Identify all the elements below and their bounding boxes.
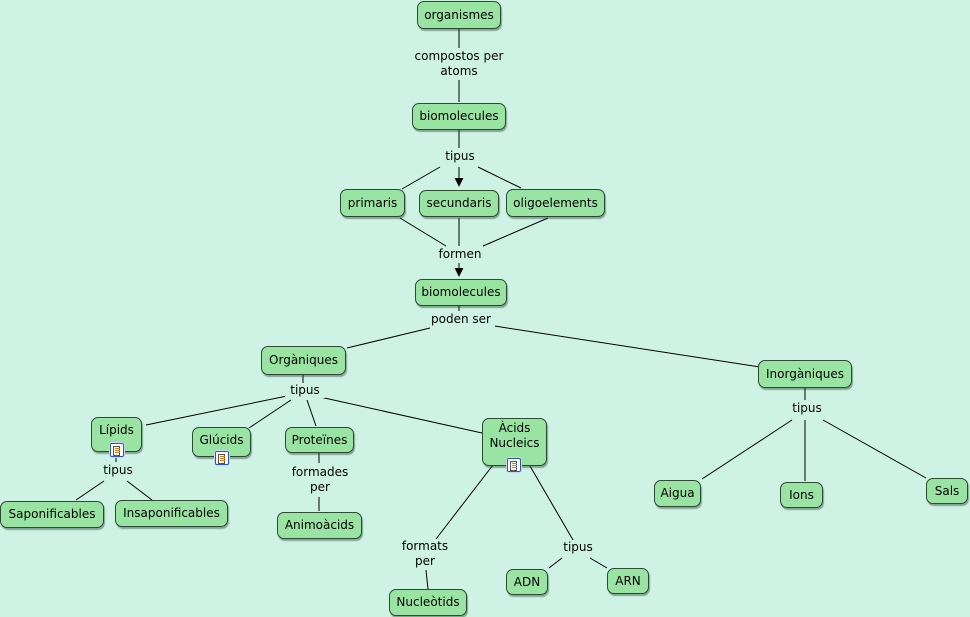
node-proteines[interactable]: Proteïnes bbox=[285, 427, 354, 453]
node-label: secundaris bbox=[426, 196, 492, 210]
link-label-formades: formades per bbox=[285, 465, 355, 495]
node-label: biomolecules bbox=[419, 109, 499, 123]
node-nucleotids[interactable]: Nucleòtids bbox=[389, 589, 467, 616]
document-icon[interactable] bbox=[110, 443, 124, 457]
document-icon[interactable] bbox=[507, 458, 521, 472]
node-label: ADN bbox=[513, 574, 541, 589]
node-organismes[interactable]: organismes bbox=[417, 1, 501, 29]
node-adn[interactable]: ADN bbox=[506, 569, 548, 595]
node-aigua[interactable]: Aigua bbox=[654, 480, 701, 507]
link-label-tipus-lipids: tipus bbox=[98, 463, 138, 478]
link-label-poden-ser: poden ser bbox=[427, 312, 495, 327]
node-label: Ions bbox=[789, 487, 814, 502]
link-label-tipus-acids: tipus bbox=[558, 540, 598, 555]
node-label: biomolecules bbox=[421, 285, 501, 299]
node-biomolecules-top[interactable]: biomolecules bbox=[412, 103, 506, 130]
node-label: Insaponificables bbox=[123, 506, 220, 520]
node-label: Aigua bbox=[660, 486, 695, 500]
node-label: Nucleòtids bbox=[396, 595, 460, 609]
node-saponificables[interactable]: Saponificables bbox=[0, 501, 104, 528]
node-lipids[interactable]: Lípids bbox=[91, 417, 142, 452]
node-label: Lípids bbox=[99, 422, 134, 437]
node-label-line1: Àcids bbox=[498, 421, 531, 435]
node-label: Saponificables bbox=[8, 507, 96, 521]
link-label-compostos: compostos per atoms bbox=[411, 49, 507, 79]
node-label: Proteïnes bbox=[291, 432, 348, 447]
node-oligoelements[interactable]: oligoelements bbox=[506, 189, 605, 217]
link-label-formats: formats per bbox=[396, 539, 454, 569]
node-biomolecules-mid[interactable]: biomolecules bbox=[415, 279, 507, 306]
link-label-tipus: tipus bbox=[441, 149, 479, 164]
node-label: Sals bbox=[934, 483, 960, 498]
node-ions[interactable]: Ions bbox=[780, 482, 823, 508]
link-label-tipus-organiques: tipus bbox=[285, 383, 325, 398]
node-sals[interactable]: Sals bbox=[926, 478, 968, 504]
node-label: ARN bbox=[615, 573, 641, 588]
node-arn[interactable]: ARN bbox=[607, 568, 649, 594]
node-insaponificables[interactable]: Insaponificables bbox=[115, 500, 228, 527]
node-label: Inorgàniques bbox=[766, 366, 844, 381]
node-label: Animoàcids bbox=[284, 518, 355, 532]
node-primaris[interactable]: primaris bbox=[340, 189, 405, 217]
node-label-line2: Nucleics bbox=[489, 436, 540, 450]
document-icon[interactable] bbox=[215, 451, 229, 465]
node-organiques[interactable]: Orgàniques bbox=[261, 346, 346, 375]
node-inorganiques[interactable]: Inorgàniques bbox=[758, 360, 852, 388]
node-label: oligoelements bbox=[513, 195, 598, 210]
node-label: primaris bbox=[347, 195, 398, 210]
node-label: Glúcids bbox=[199, 432, 244, 447]
node-label: Orgàniques bbox=[269, 353, 338, 367]
node-label: organismes bbox=[424, 7, 494, 22]
node-animoacids[interactable]: Animoàcids bbox=[277, 512, 362, 539]
node-secundaris[interactable]: secundaris bbox=[419, 190, 499, 217]
link-label-formen: formen bbox=[434, 247, 486, 262]
link-label-tipus-inorganiques: tipus bbox=[787, 401, 827, 416]
